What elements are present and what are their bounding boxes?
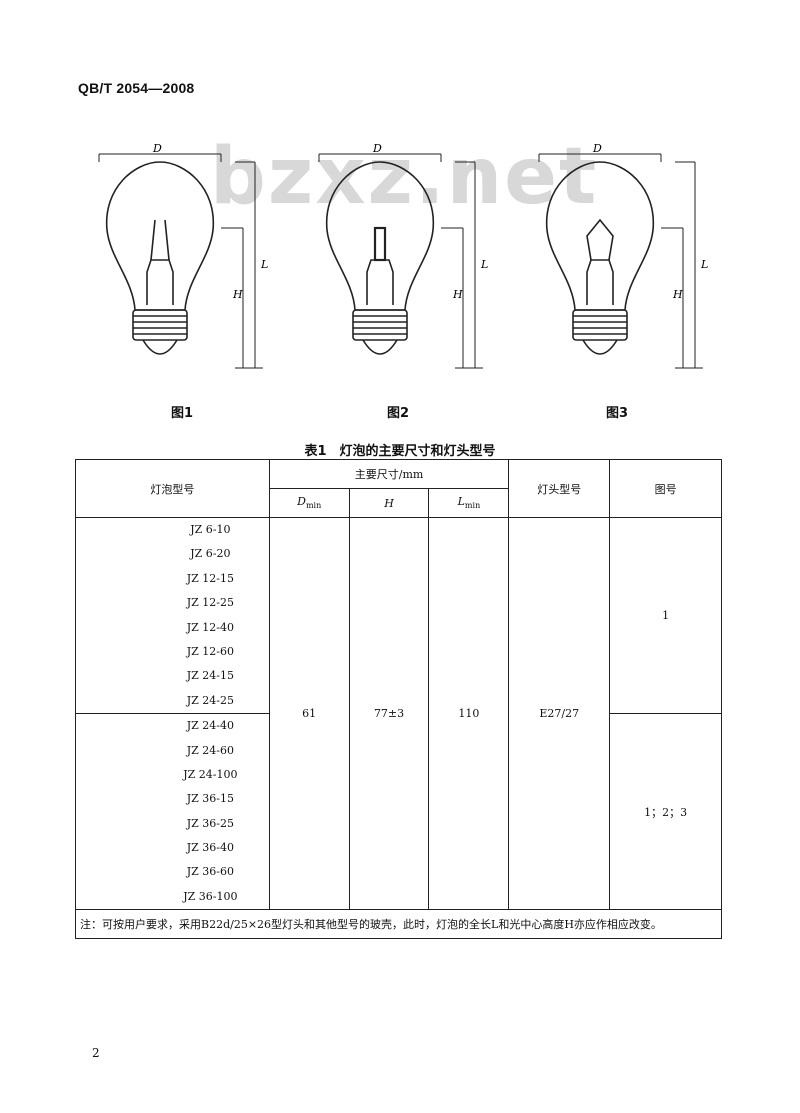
figure-3-bulb-drawing: D H L (525, 140, 725, 380)
list-item: JZ 12-25 (186, 596, 234, 610)
figure-1-caption: 图1 (171, 406, 194, 421)
figure-1-bulb-drawing: D H L (85, 140, 285, 380)
list-item: JZ 6-20 (190, 547, 231, 561)
models-group-2: JZ 24-40 JZ 24-60 JZ 24-100 JZ 36-15 JZ … (75, 713, 270, 911)
figure-3-caption: 图3 (606, 406, 629, 421)
svg-text:D: D (372, 142, 382, 155)
list-item: JZ 36-60 (186, 865, 234, 879)
svg-text:H: H (452, 288, 463, 301)
header-h: H (348, 488, 430, 518)
list-item: JZ 36-40 (186, 841, 234, 855)
svg-text:H: H (672, 288, 683, 301)
header-d-min: Dmin (268, 488, 350, 518)
svg-text:H: H (232, 288, 243, 301)
list-item: JZ 36-25 (186, 816, 234, 830)
value-h: 77±3 (348, 516, 430, 911)
svg-text:L: L (260, 258, 268, 271)
list-item: JZ 6-10 (190, 523, 231, 536)
header-l-min: Lmin (428, 488, 510, 518)
dimensions-table: 灯泡型号 主要尺寸/mm 灯头型号 图号 Dmin H Lmin JZ 6-10… (75, 459, 722, 940)
header-cap-type: 灯头型号 (508, 459, 611, 518)
table-note: 注：可按用户要求，采用B22d/25×26型灯头和其他型号的玻壳，此时，灯泡的全… (75, 909, 722, 940)
list-item: JZ 24-100 (183, 767, 238, 781)
list-item: JZ 24-25 (186, 693, 234, 707)
watermark: bzxz.net (210, 132, 599, 222)
list-item: JZ 36-15 (186, 792, 234, 806)
svg-text:L: L (700, 258, 708, 271)
list-item: JZ 24-60 (186, 743, 234, 757)
value-cap-type: E27/27 (508, 516, 611, 911)
table-caption: 表1 灯泡的主要尺寸和灯头型号 (304, 444, 496, 459)
header-fig-no: 图号 (609, 459, 722, 518)
list-item: JZ 36-100 (183, 889, 238, 903)
bulb-2-icon: D H L (318, 142, 488, 369)
svg-text:D: D (592, 142, 602, 155)
list-item: JZ 12-15 (186, 571, 234, 585)
header-model: 灯泡型号 (75, 459, 270, 518)
bulb-3-icon: D H L (538, 142, 708, 369)
list-item: JZ 24-40 (186, 719, 234, 733)
models-group-1: JZ 6-10 JZ 6-20 JZ 12-15 JZ 12-25 JZ 12-… (75, 516, 270, 715)
list-item: JZ 24-15 (186, 669, 234, 683)
svg-text:L: L (480, 258, 488, 271)
figure-2-caption: 图2 (387, 406, 410, 421)
list-item: JZ 12-60 (186, 644, 234, 658)
bulb-1-icon: D H L (98, 142, 268, 369)
list-item: JZ 12-40 (186, 620, 234, 634)
value-l-min: 110 (428, 516, 510, 911)
svg-text:D: D (152, 142, 162, 155)
value-fig-group-1: 1 (609, 516, 722, 715)
header-main-dims: 主要尺寸/mm (268, 459, 510, 489)
standard-code: QB/T 2054—2008 (78, 80, 195, 96)
figure-2-bulb-drawing: D H L (305, 140, 505, 380)
value-fig-group-2: 1；2；3 (609, 713, 722, 911)
value-d-min: 61 (268, 516, 350, 911)
page-number: 2 (92, 1046, 100, 1060)
